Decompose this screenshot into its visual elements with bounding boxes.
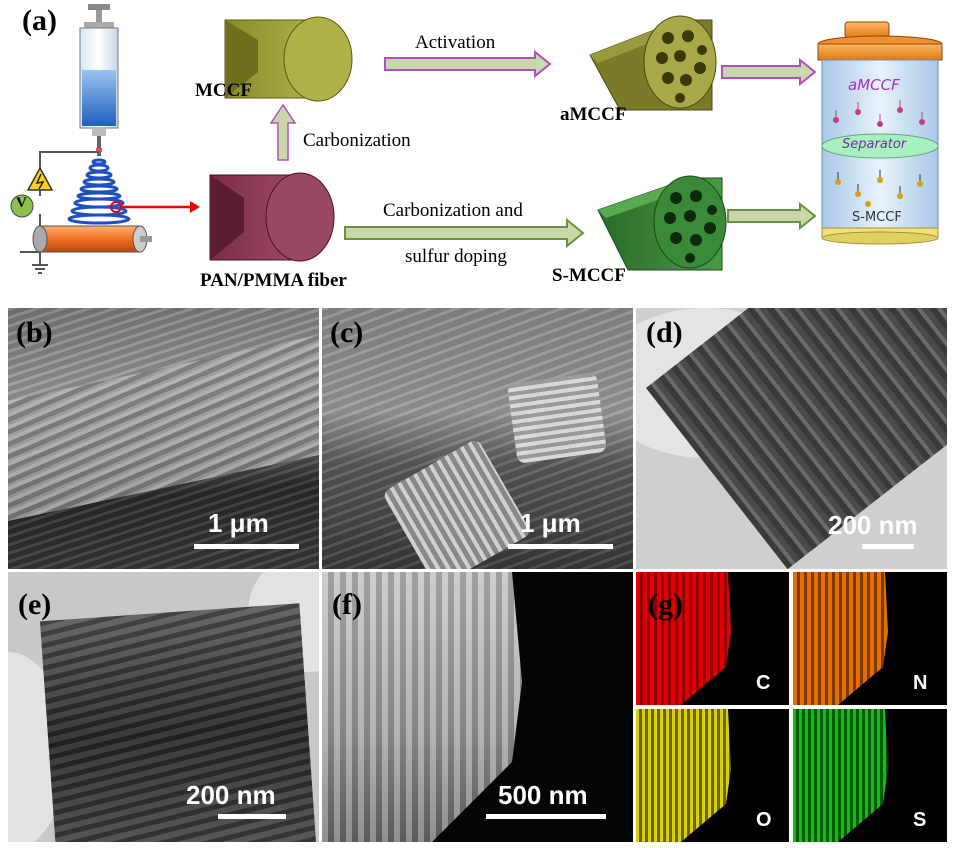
cell-separator-text: Separator [842, 137, 907, 152]
carbonization-sulfur-label-2: sulfur doping [405, 246, 507, 267]
panel-b-sem-image: (b) 1 μm [8, 308, 319, 569]
panel-a-label: (a) [22, 4, 57, 37]
circuit-wires [20, 151, 99, 274]
cell-top-text: aMCCF [848, 76, 900, 94]
smccf-porous-fiber-icon [597, 175, 727, 271]
syringe-icon [79, 4, 119, 156]
activation-arrow [384, 49, 552, 79]
eds-s-symbol: S [913, 809, 927, 831]
panel-b-scale-text: 1 μm [208, 508, 269, 538]
panel-f-scale-text: 500 nm [498, 780, 588, 810]
high-voltage-warning-icon [26, 166, 54, 191]
panel-c-sem-image: (c) 1 μm [322, 308, 633, 569]
sulfur-doping-arrow [344, 217, 585, 249]
amccf-label: aMCCF [560, 104, 627, 125]
collector-drum [32, 225, 152, 253]
pan-pmma-fiber-icon [209, 172, 335, 262]
eds-map-n: N [793, 572, 947, 705]
eds-map-c: C [636, 572, 789, 705]
panel-f-haadf-image: (f) 500 nm [322, 572, 633, 842]
panel-d-label: (d) [646, 316, 683, 349]
panel-a-schematic: (a) [0, 0, 955, 305]
panel-e-scale-bar [218, 814, 286, 819]
panel-e-scale-text: 200 nm [186, 780, 276, 810]
panel-c-scale-bar [508, 544, 613, 549]
arrow-to-cell-top [721, 57, 817, 87]
panel-d-scale-bar [862, 544, 914, 549]
voltage-symbol: V [16, 195, 27, 211]
carbonization-arrow [269, 103, 297, 161]
panel-f-label: (f) [332, 588, 362, 621]
panel-f-scale-bar [486, 814, 606, 819]
battery-cell-icon [817, 21, 943, 245]
eds-c-symbol: C [756, 672, 771, 694]
eds-n-symbol: N [913, 672, 928, 694]
carbonization-sulfur-label-1: Carbonization and [383, 200, 523, 221]
panel-g-eds-maps: C N O S (g) [636, 572, 947, 842]
panel-g-label: (g) [648, 588, 683, 621]
eds-map-s: S [793, 709, 947, 842]
panel-e-tem-image: (e) 200 nm [8, 572, 319, 842]
pan-pmma-label: PAN/PMMA fiber [200, 270, 347, 291]
panel-b-label: (b) [16, 316, 53, 349]
panel-e-label: (e) [18, 588, 52, 621]
smccf-label: S-MCCF [552, 265, 626, 286]
eds-o-symbol: O [756, 809, 772, 831]
arrow-to-cell-bottom [727, 201, 817, 231]
mccf-fiber-icon [224, 16, 353, 102]
amccf-porous-fiber-icon [589, 15, 717, 111]
panel-c-label: (c) [330, 316, 364, 349]
panel-d-tem-image: (d) 200 nm [636, 308, 947, 569]
eds-map-o: O [636, 709, 789, 842]
panel-d-scale-text: 200 nm [828, 510, 918, 540]
activation-label: Activation [415, 32, 496, 53]
mccf-label: MCCF [195, 80, 252, 101]
cell-bottom-text: S-MCCF [852, 210, 902, 225]
schematic-graphics [10, 4, 943, 274]
panel-c-scale-text: 1 μm [520, 508, 581, 538]
carbonization-label: Carbonization [303, 130, 411, 151]
voltmeter-icon [10, 194, 34, 218]
electrospinning-jet [67, 158, 131, 225]
panel-b-scale-bar [194, 544, 299, 549]
